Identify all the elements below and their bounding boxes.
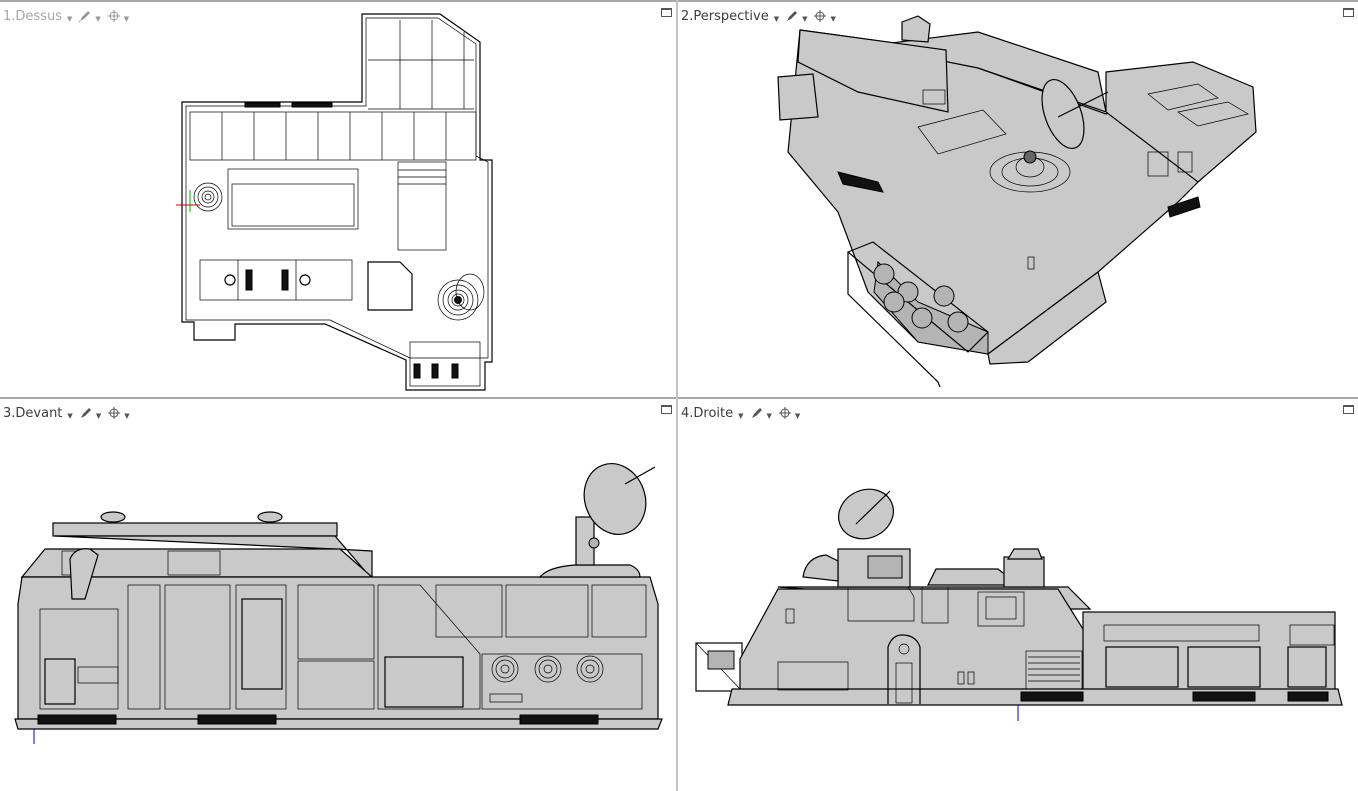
caret-down-icon[interactable]: ▼ xyxy=(95,412,102,420)
crosshair-target-icon[interactable] xyxy=(778,406,792,420)
viewport-top[interactable]: 1.Dessus ▼ ▼ ▼ xyxy=(0,0,676,397)
viewport-title[interactable]: 4.Droite xyxy=(681,405,734,421)
pen-icon[interactable] xyxy=(79,406,93,420)
right-view-drawing xyxy=(695,488,1343,721)
crosshair-target-icon[interactable] xyxy=(107,9,121,23)
pen-icon[interactable] xyxy=(78,9,92,23)
caret-down-icon[interactable]: ▼ xyxy=(794,412,801,420)
caret-down-icon[interactable]: ▼ xyxy=(124,412,130,420)
caret-down-icon[interactable]: ▼ xyxy=(773,15,780,23)
maximize-viewport-icon[interactable] xyxy=(661,405,672,414)
crosshair-target-icon[interactable] xyxy=(813,9,827,23)
viewport-header: 2.Perspective ▼ ▼ ▼ xyxy=(681,7,840,25)
caret-down-icon[interactable]: ▼ xyxy=(66,15,73,23)
caret-down-icon[interactable]: ▼ xyxy=(830,15,836,23)
pen-icon[interactable] xyxy=(750,406,764,420)
caret-down-icon[interactable]: ▼ xyxy=(738,412,744,420)
caret-down-icon[interactable]: ▼ xyxy=(802,15,808,23)
top-view-drawing xyxy=(176,13,493,391)
viewport-front[interactable]: 3.Devant ▼ ▼ ▼ xyxy=(0,397,676,791)
front-view-drawing xyxy=(14,463,663,744)
viewport-title[interactable]: 1.Dessus xyxy=(3,8,62,24)
crosshair-target-icon[interactable] xyxy=(107,406,121,420)
caret-down-icon[interactable]: ▼ xyxy=(766,412,772,420)
viewport-vertical-divider[interactable] xyxy=(676,0,678,791)
pen-icon[interactable] xyxy=(785,9,799,23)
caret-down-icon[interactable]: ▼ xyxy=(95,15,101,23)
viewport-right[interactable]: 4.Droite ▼ ▼ ▼ xyxy=(678,397,1358,791)
maximize-viewport-icon[interactable] xyxy=(1343,405,1354,414)
viewport-title[interactable]: 2.Perspective xyxy=(681,8,769,24)
viewport-header: 4.Droite ▼ ▼ ▼ xyxy=(681,404,804,422)
caret-down-icon[interactable]: ▼ xyxy=(123,15,130,23)
viewport-title[interactable]: 3.Devant xyxy=(3,405,63,421)
perspective-view-drawing xyxy=(777,15,1257,388)
maximize-viewport-icon[interactable] xyxy=(661,8,672,17)
viewport-perspective[interactable]: 2.Perspective ▼ ▼ ▼ xyxy=(678,0,1358,397)
viewport-header: 1.Dessus ▼ ▼ ▼ xyxy=(3,7,133,25)
viewport-header: 3.Devant ▼ ▼ ▼ xyxy=(3,404,134,422)
maximize-viewport-icon[interactable] xyxy=(1343,8,1354,17)
caret-down-icon[interactable]: ▼ xyxy=(67,412,73,420)
